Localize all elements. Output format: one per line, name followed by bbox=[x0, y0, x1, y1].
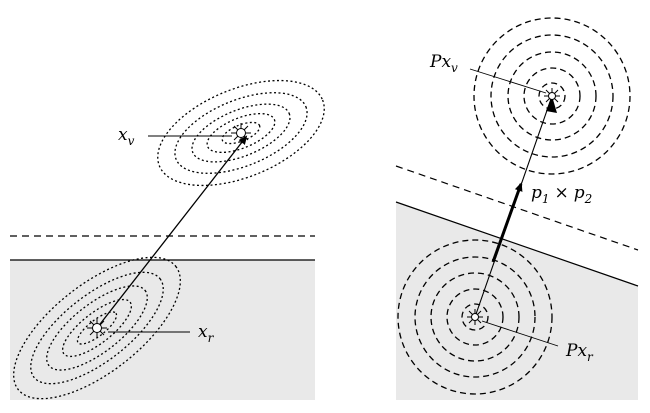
pxv-point-icon bbox=[544, 88, 560, 104]
lower-circle-contours bbox=[397, 239, 553, 395]
xv-point-icon bbox=[231, 123, 251, 143]
right-arrowhead-top bbox=[546, 96, 557, 113]
right-panel: Pxv Pxr p1×p2 bbox=[395, 17, 639, 400]
label-xv: xv bbox=[118, 125, 135, 148]
pxr-point-icon bbox=[467, 309, 483, 325]
label-product: p1×p2 bbox=[531, 183, 592, 206]
pxv-leader-line bbox=[469, 68, 547, 94]
upper-circle-contours bbox=[473, 17, 631, 175]
right-boundary-dashed bbox=[395, 165, 639, 251]
label-xr: xr bbox=[198, 322, 215, 345]
right-arrow-thick bbox=[491, 182, 523, 263]
right-boundary-solid bbox=[395, 201, 639, 287]
label-pxr: Pxr bbox=[565, 341, 594, 364]
left-shaded-region bbox=[10, 260, 315, 400]
pxr-leader-line bbox=[481, 320, 559, 347]
xr-point-icon bbox=[87, 318, 107, 338]
left-panel: xv xr bbox=[10, 79, 325, 400]
label-pxv: Pxv bbox=[429, 52, 458, 75]
right-shaded-region bbox=[396, 202, 638, 400]
left-arrow bbox=[96, 135, 248, 329]
